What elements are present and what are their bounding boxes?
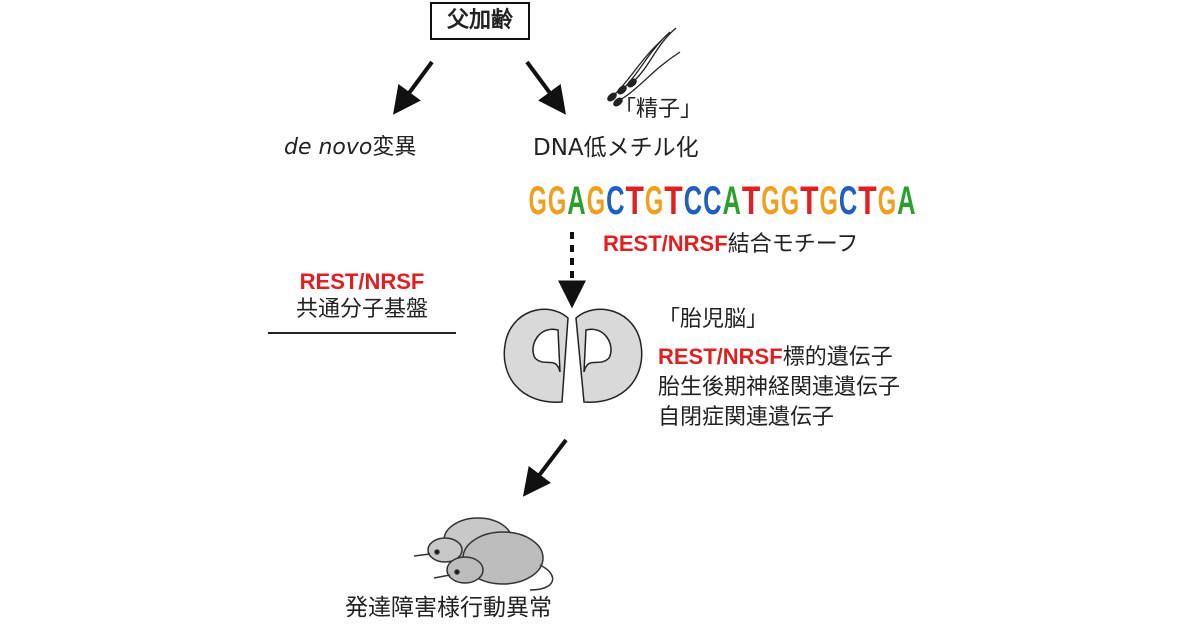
dna-hypomethylation-label: DNA低メチル化: [533, 135, 699, 161]
logo-letter: C: [839, 179, 857, 223]
mice-icon: [413, 517, 554, 591]
logo-letter: C: [684, 179, 702, 223]
sperm-icon: [607, 27, 681, 107]
arrow-to-methylation: [525, 60, 566, 115]
logo-letter: T: [664, 179, 682, 223]
fetal-brain-label: 「胎児脳」: [658, 307, 769, 332]
logo-letter: C: [606, 179, 624, 223]
logo-letter: T: [626, 179, 644, 223]
developmental-behavior-label: 発達障害様行動異常: [345, 595, 552, 621]
logo-letter: G: [587, 179, 605, 223]
logo-letter: A: [567, 179, 585, 223]
gene-item-autism: 自閉症関連遺伝子: [658, 405, 835, 430]
logo-letter: A: [723, 179, 741, 223]
gene-item-rest-target: REST/NRSF標的遺伝子: [658, 344, 893, 370]
logo-letter: G: [820, 179, 838, 223]
logo-letter: C: [703, 179, 721, 223]
logo-letter: T: [858, 179, 876, 223]
sperm-label: 「精子」: [614, 97, 703, 122]
logo-letter: G: [529, 179, 547, 223]
gene-item-late-fetal: 胎生後期神経関連遺伝子: [658, 375, 901, 400]
logo-letter: T: [742, 179, 760, 223]
logo-letter: A: [897, 179, 915, 223]
logo-letter: G: [645, 179, 663, 223]
shared-molecular-basis: REST/NRSF 共通分子基盤: [268, 268, 456, 334]
rest-binding-motif-label: REST/NRSF結合モチーフ: [603, 231, 859, 257]
logo-letter: G: [548, 179, 566, 223]
paternal-aging-box: 父加齢: [430, 2, 530, 40]
gene-list: REST/NRSF標的遺伝子 胎生後期神経関連遺伝子 自閉症関連遺伝子: [658, 342, 900, 433]
logo-letter: G: [761, 179, 779, 223]
logo-letter: G: [878, 179, 896, 223]
logo-letter: T: [800, 179, 818, 223]
arrow-to-mice: [522, 438, 568, 497]
logo-letter: G: [781, 179, 799, 223]
underline-divider: [268, 332, 456, 334]
arrow-to-denovo: [393, 60, 434, 115]
de-novo-mutation-label: de novo変異: [284, 135, 417, 160]
brain-icon: [503, 308, 643, 403]
